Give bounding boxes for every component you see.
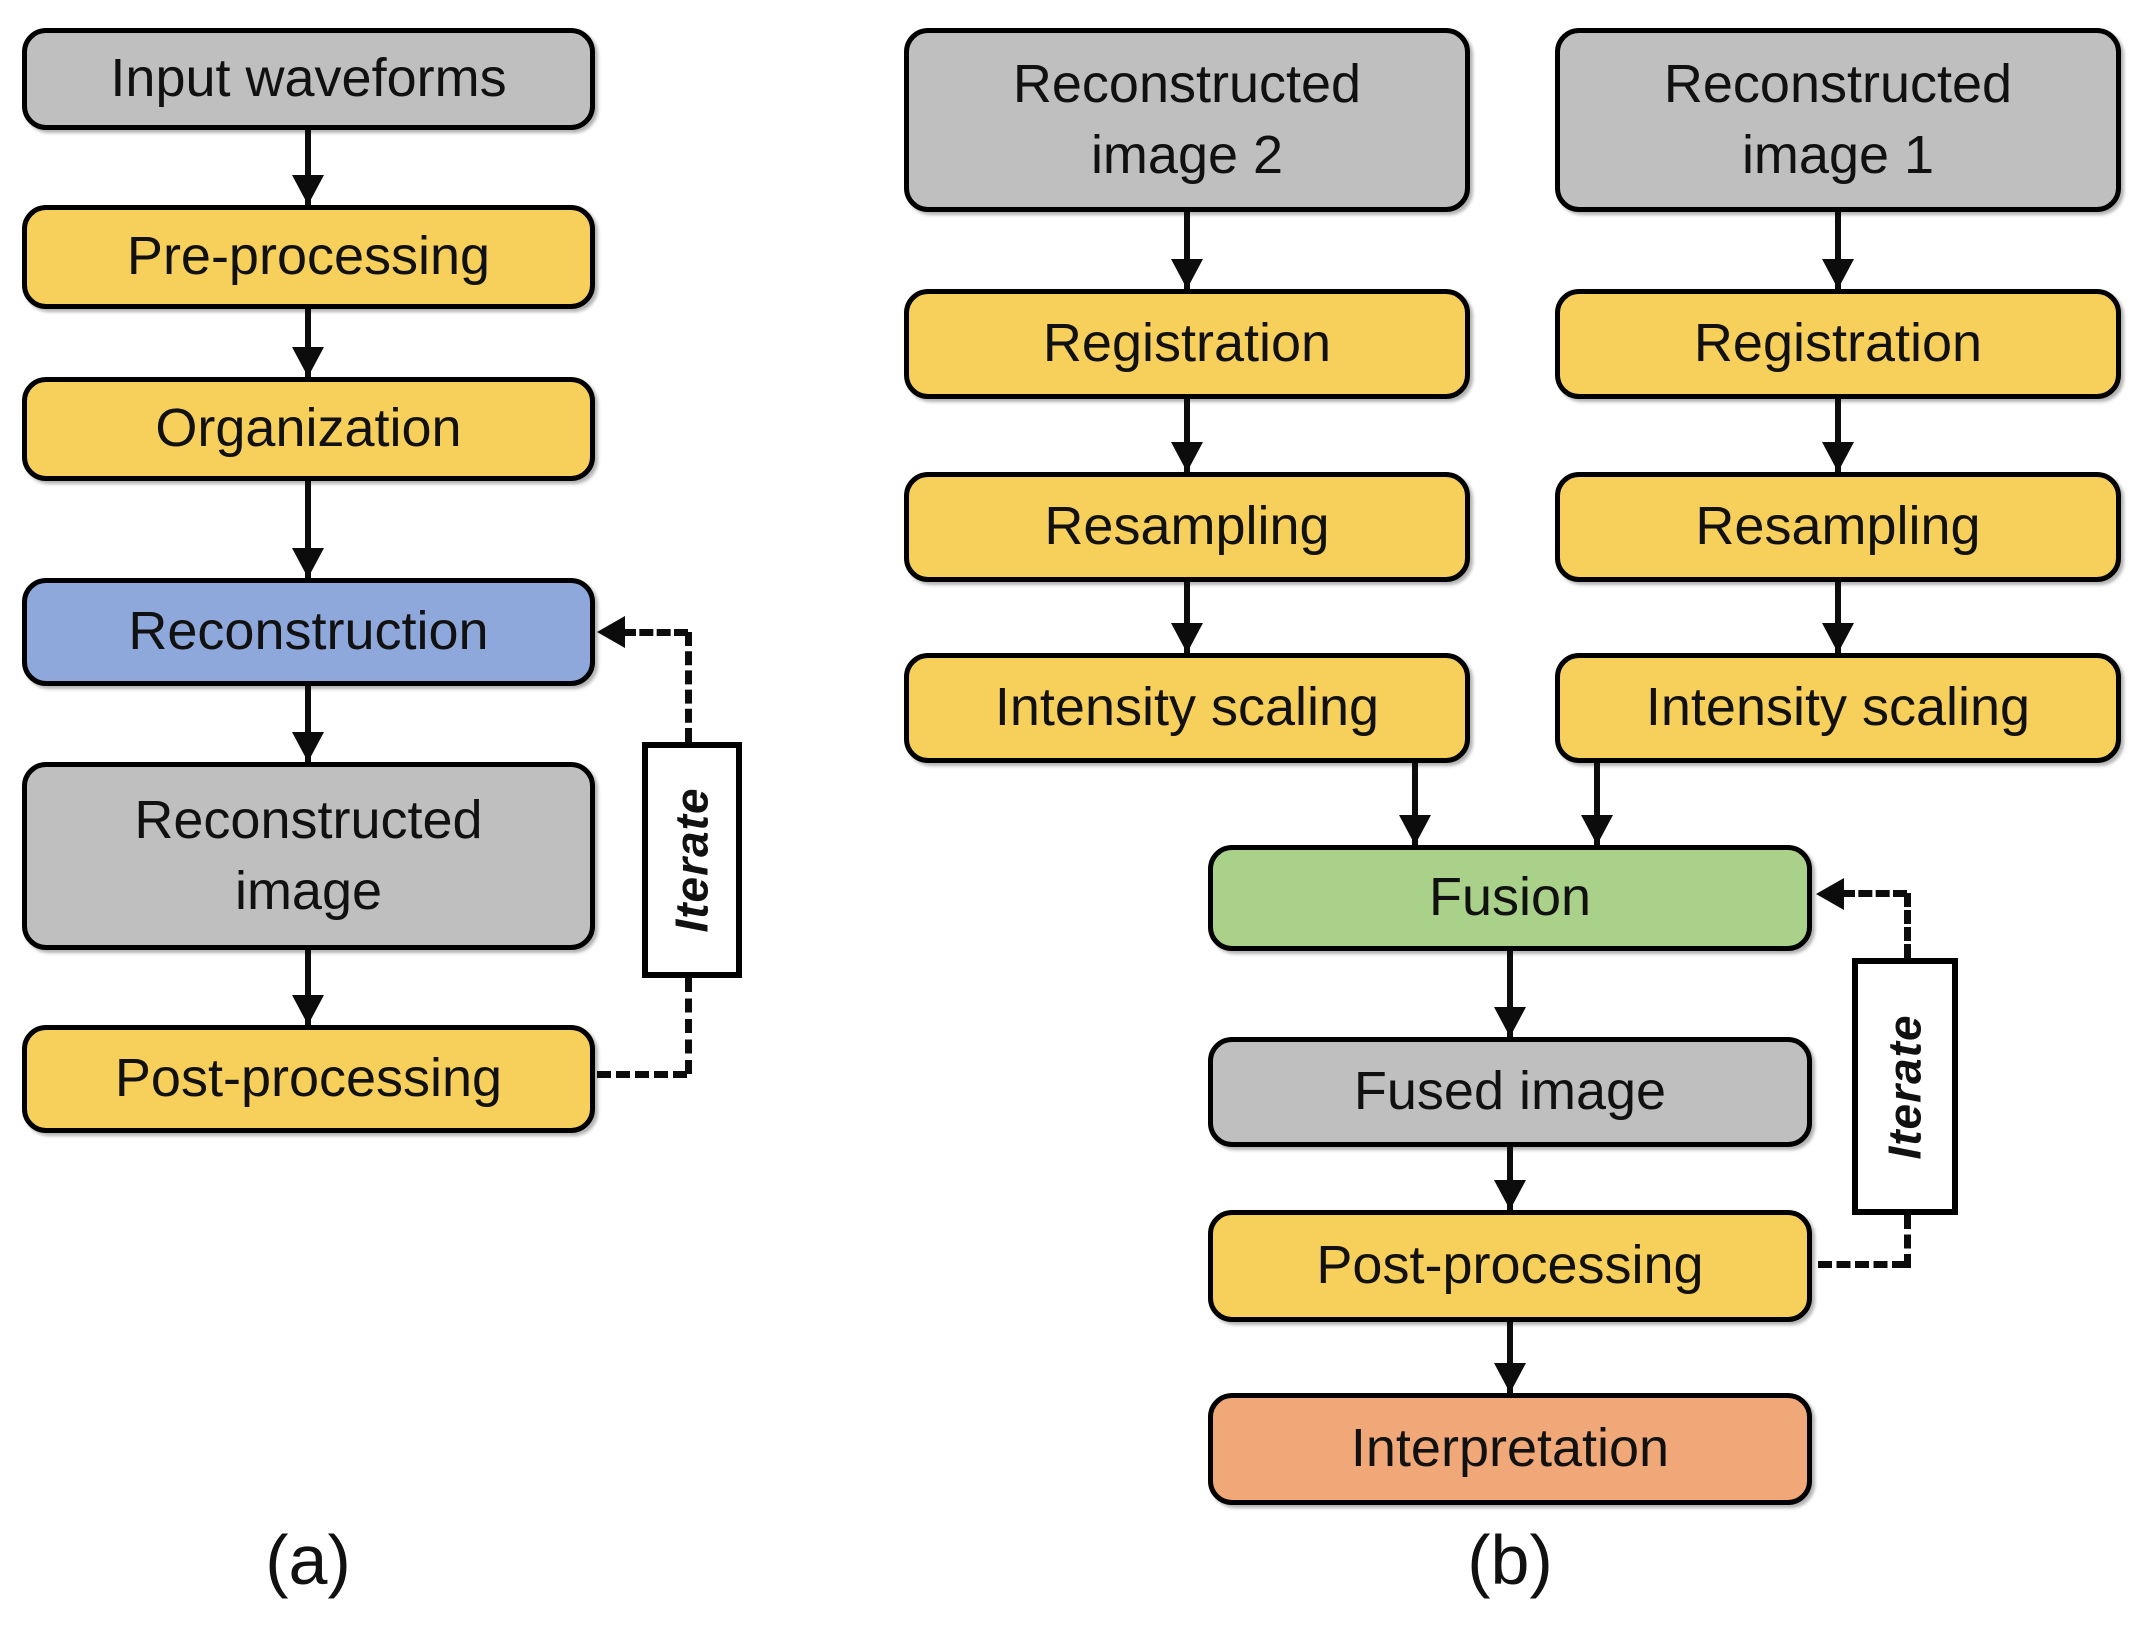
node-post-processing-a-label: Post-processing	[114, 1048, 503, 1109]
node-intensity-scaling-right-label: Intensity scaling	[1645, 677, 2031, 738]
arrow-fusion-to-fused-image	[1507, 951, 1513, 1037]
node-pre-processing-a: Pre-processing	[22, 205, 595, 309]
node-fused-image-label: Fused image	[1353, 1061, 1667, 1122]
node-reconstruction-label: Reconstruction	[128, 601, 489, 662]
iterate-a-label: Iterate	[666, 787, 719, 933]
iterate-a-dash-upper	[685, 632, 692, 742]
arrow-fused-image-to-postprocessing	[1507, 1147, 1513, 1210]
arrow-preprocessing-to-organization	[305, 309, 311, 377]
iterate-a-arrowhead	[597, 616, 625, 648]
node-resampling-left: Resampling	[904, 472, 1470, 582]
arrow-reconstruction-to-image	[305, 686, 311, 762]
node-input-waveforms: Input waveforms	[22, 28, 595, 130]
node-registration-left: Registration	[904, 289, 1470, 399]
iterate-b-dash-upper	[1904, 893, 1911, 958]
arrow-resampling-to-intensity-left	[1184, 582, 1190, 653]
node-interpretation: Interpretation	[1208, 1393, 1812, 1505]
arrow-resampling-to-intensity-right	[1835, 582, 1841, 653]
node-organization-label: Organization	[155, 398, 462, 459]
caption-a: (a)	[265, 1521, 351, 1599]
arrow-input-to-preprocessing	[305, 130, 311, 205]
caption-b: (b)	[1467, 1521, 1553, 1599]
node-fused-image: Fused image	[1208, 1037, 1812, 1147]
node-reconstructed-image-2: Reconstructed image 2	[904, 28, 1470, 212]
iterate-box-a: Iterate	[642, 742, 742, 978]
node-input-waveforms-label: Input waveforms	[110, 48, 507, 109]
node-post-processing-b-label: Post-processing	[1316, 1235, 1704, 1296]
node-resampling-left-label: Resampling	[1044, 496, 1330, 557]
arrow-intensity-right-to-fusion	[1594, 763, 1600, 845]
iterate-a-dash-bottom	[597, 1071, 687, 1078]
node-registration-right-label: Registration	[1693, 313, 1983, 374]
node-reconstructed-image: Reconstructed image	[22, 762, 595, 950]
node-intensity-scaling-right: Intensity scaling	[1555, 653, 2121, 763]
node-intensity-scaling-left-label: Intensity scaling	[994, 677, 1380, 738]
arrow-image1-to-registration	[1835, 212, 1841, 289]
node-reconstructed-image-label: Reconstructed image	[134, 789, 483, 921]
node-reconstructed-image-2-label: Reconstructed image 2	[1012, 53, 1362, 185]
node-reconstruction: Reconstruction	[22, 578, 595, 686]
arrow-organization-to-reconstruction	[305, 481, 311, 578]
iterate-a-dash-lower	[685, 978, 692, 1074]
arrow-postprocessing-to-interpretation	[1507, 1322, 1513, 1393]
node-resampling-right-label: Resampling	[1695, 496, 1981, 557]
node-resampling-right: Resampling	[1555, 472, 2121, 582]
node-fusion-label: Fusion	[1428, 867, 1592, 928]
node-reconstructed-image-1: Reconstructed image 1	[1555, 28, 2121, 212]
iterate-box-b: Iterate	[1852, 958, 1958, 1215]
arrow-registration-to-resampling-left	[1184, 399, 1190, 472]
iterate-b-dash-top	[1841, 890, 1907, 897]
iterate-b-label: Iterate	[1879, 1013, 1932, 1160]
node-interpretation-label: Interpretation	[1350, 1418, 1670, 1479]
node-registration-right: Registration	[1555, 289, 2121, 399]
node-organization: Organization	[22, 377, 595, 481]
iterate-b-dash-lower	[1904, 1215, 1911, 1268]
iterate-a-dash-top	[622, 629, 688, 636]
iterate-b-dash-bottom	[1818, 1261, 1906, 1268]
arrow-image-to-postprocessing-a	[305, 950, 311, 1025]
node-reconstructed-image-1-label: Reconstructed image 1	[1663, 53, 2013, 185]
iterate-b-arrowhead	[1816, 878, 1844, 910]
arrow-image2-to-registration	[1184, 212, 1190, 289]
node-intensity-scaling-left: Intensity scaling	[904, 653, 1470, 763]
node-registration-left-label: Registration	[1042, 313, 1332, 374]
node-post-processing-b: Post-processing	[1208, 1210, 1812, 1322]
node-post-processing-a: Post-processing	[22, 1025, 595, 1133]
arrow-intensity-left-to-fusion	[1412, 763, 1418, 845]
node-fusion: Fusion	[1208, 845, 1812, 951]
arrow-registration-to-resampling-right	[1835, 399, 1841, 472]
node-pre-processing-a-label: Pre-processing	[126, 226, 491, 287]
